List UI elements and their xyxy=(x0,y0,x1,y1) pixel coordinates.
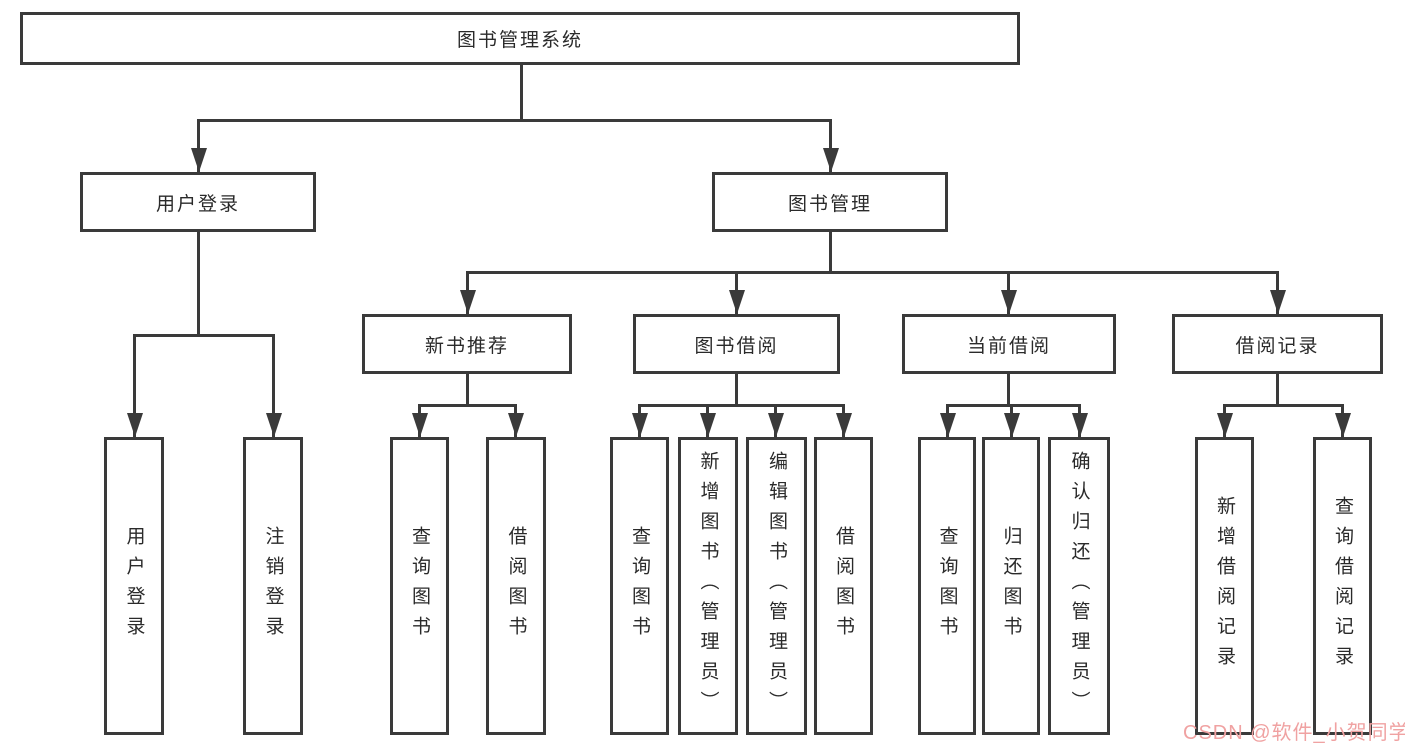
connector-arrow-query-current xyxy=(939,404,956,437)
node-label: 用户登录 xyxy=(123,526,145,646)
connector-arrow-add-record xyxy=(1216,404,1233,437)
connector-arrow-borrow-books xyxy=(835,404,852,437)
node-label: 用户登录 xyxy=(155,193,240,215)
leaf-query-books-borrow: 查询图书 xyxy=(610,437,669,735)
leaf-query-books-recommend: 查询图书 xyxy=(390,437,449,735)
node-current-borrowing: 当前借阅 xyxy=(902,314,1116,374)
connector-arrow-borrowing-records xyxy=(1269,271,1286,314)
leaf-confirm-return-admin: 确认归还（管理员） xyxy=(1048,437,1110,735)
connector-book-management-bus xyxy=(466,271,1279,274)
node-label: 新增借阅记录 xyxy=(1214,496,1235,676)
connector-book-management-stem xyxy=(829,232,832,274)
connector-root-bus xyxy=(197,119,832,122)
node-label: 编辑图书（管理员） xyxy=(766,451,787,721)
node-label: 查询图书 xyxy=(409,526,430,646)
connector-arrow-current-borrowing xyxy=(1000,271,1017,314)
connector-records-stem xyxy=(1276,374,1279,406)
connector-current-bus xyxy=(946,404,1081,407)
connector-arrow-add-books xyxy=(699,404,716,437)
node-label: 借阅记录 xyxy=(1235,335,1320,357)
node-label: 新增图书（管理员） xyxy=(697,451,719,721)
connector-borrowing-stem xyxy=(735,374,738,406)
connector-arrow-query-record xyxy=(1334,404,1351,437)
connector-current-stem xyxy=(1007,374,1010,406)
leaf-user-login: 用户登录 xyxy=(104,437,164,735)
connector-arrow-user-login xyxy=(190,119,207,172)
leaf-borrow-books-recommend: 借阅图书 xyxy=(486,437,546,735)
connector-user-login-stem xyxy=(197,232,200,336)
node-new-book-recommendation: 新书推荐 xyxy=(362,314,572,374)
node-label: 注销登录 xyxy=(262,526,284,646)
node-label: 查询图书 xyxy=(936,526,958,646)
connector-root-stem xyxy=(520,65,523,121)
connector-arrow-book-borrowing xyxy=(728,271,745,314)
node-borrowing-records: 借阅记录 xyxy=(1172,314,1383,374)
node-label: 新书推荐 xyxy=(424,335,509,357)
node-book-management: 图书管理 xyxy=(712,172,948,232)
node-label: 借阅图书 xyxy=(833,526,854,646)
leaf-add-books-admin: 新增图书（管理员） xyxy=(678,437,738,735)
node-label: 当前借阅 xyxy=(966,335,1051,357)
connector-arrow-book-management xyxy=(822,119,839,172)
connector-user-login-bus xyxy=(133,334,275,337)
node-label: 归还图书 xyxy=(1000,526,1022,646)
connector-arrow-new-book-recommendation xyxy=(459,271,476,314)
leaf-query-borrow-record: 查询借阅记录 xyxy=(1313,437,1372,735)
connector-arrow-confirm-return xyxy=(1071,404,1088,437)
leaf-add-borrow-record: 新增借阅记录 xyxy=(1195,437,1254,735)
leaf-return-books: 归还图书 xyxy=(982,437,1040,735)
connector-arrow-query-recommend xyxy=(411,404,428,437)
connector-arrow-leaf-user-login xyxy=(126,334,143,437)
node-label: 图书管理系统 xyxy=(456,30,583,51)
connector-arrow-edit-books xyxy=(767,404,784,437)
connector-arrow-leaf-logout xyxy=(265,334,282,437)
node-book-borrowing: 图书借阅 xyxy=(633,314,840,374)
node-label: 确认归还（管理员） xyxy=(1068,451,1090,721)
connector-arrow-return-books xyxy=(1003,404,1020,437)
node-book-management-system: 图书管理系统 xyxy=(20,12,1020,65)
connector-arrow-borrow-recommend xyxy=(507,404,524,437)
leaf-query-books-current: 查询图书 xyxy=(918,437,976,735)
node-label: 图书借阅 xyxy=(694,335,779,357)
node-user-login: 用户登录 xyxy=(80,172,316,232)
leaf-edit-books-admin: 编辑图书（管理员） xyxy=(746,437,807,735)
connector-borrowing-bus xyxy=(638,404,845,407)
connector-recommend-stem xyxy=(466,374,469,406)
connector-records-bus xyxy=(1223,404,1344,407)
connector-recommend-bus xyxy=(418,404,517,407)
leaf-borrow-books: 借阅图书 xyxy=(814,437,873,735)
csdn-watermark: CSDN @软件_小贺同学 xyxy=(1183,722,1405,744)
node-label: 借阅图书 xyxy=(505,526,527,646)
node-label: 查询图书 xyxy=(629,526,650,646)
leaf-logout: 注销登录 xyxy=(243,437,303,735)
connector-arrow-query-borrow xyxy=(631,404,648,437)
node-label: 查询借阅记录 xyxy=(1332,496,1353,676)
node-label: 图书管理 xyxy=(787,193,872,215)
